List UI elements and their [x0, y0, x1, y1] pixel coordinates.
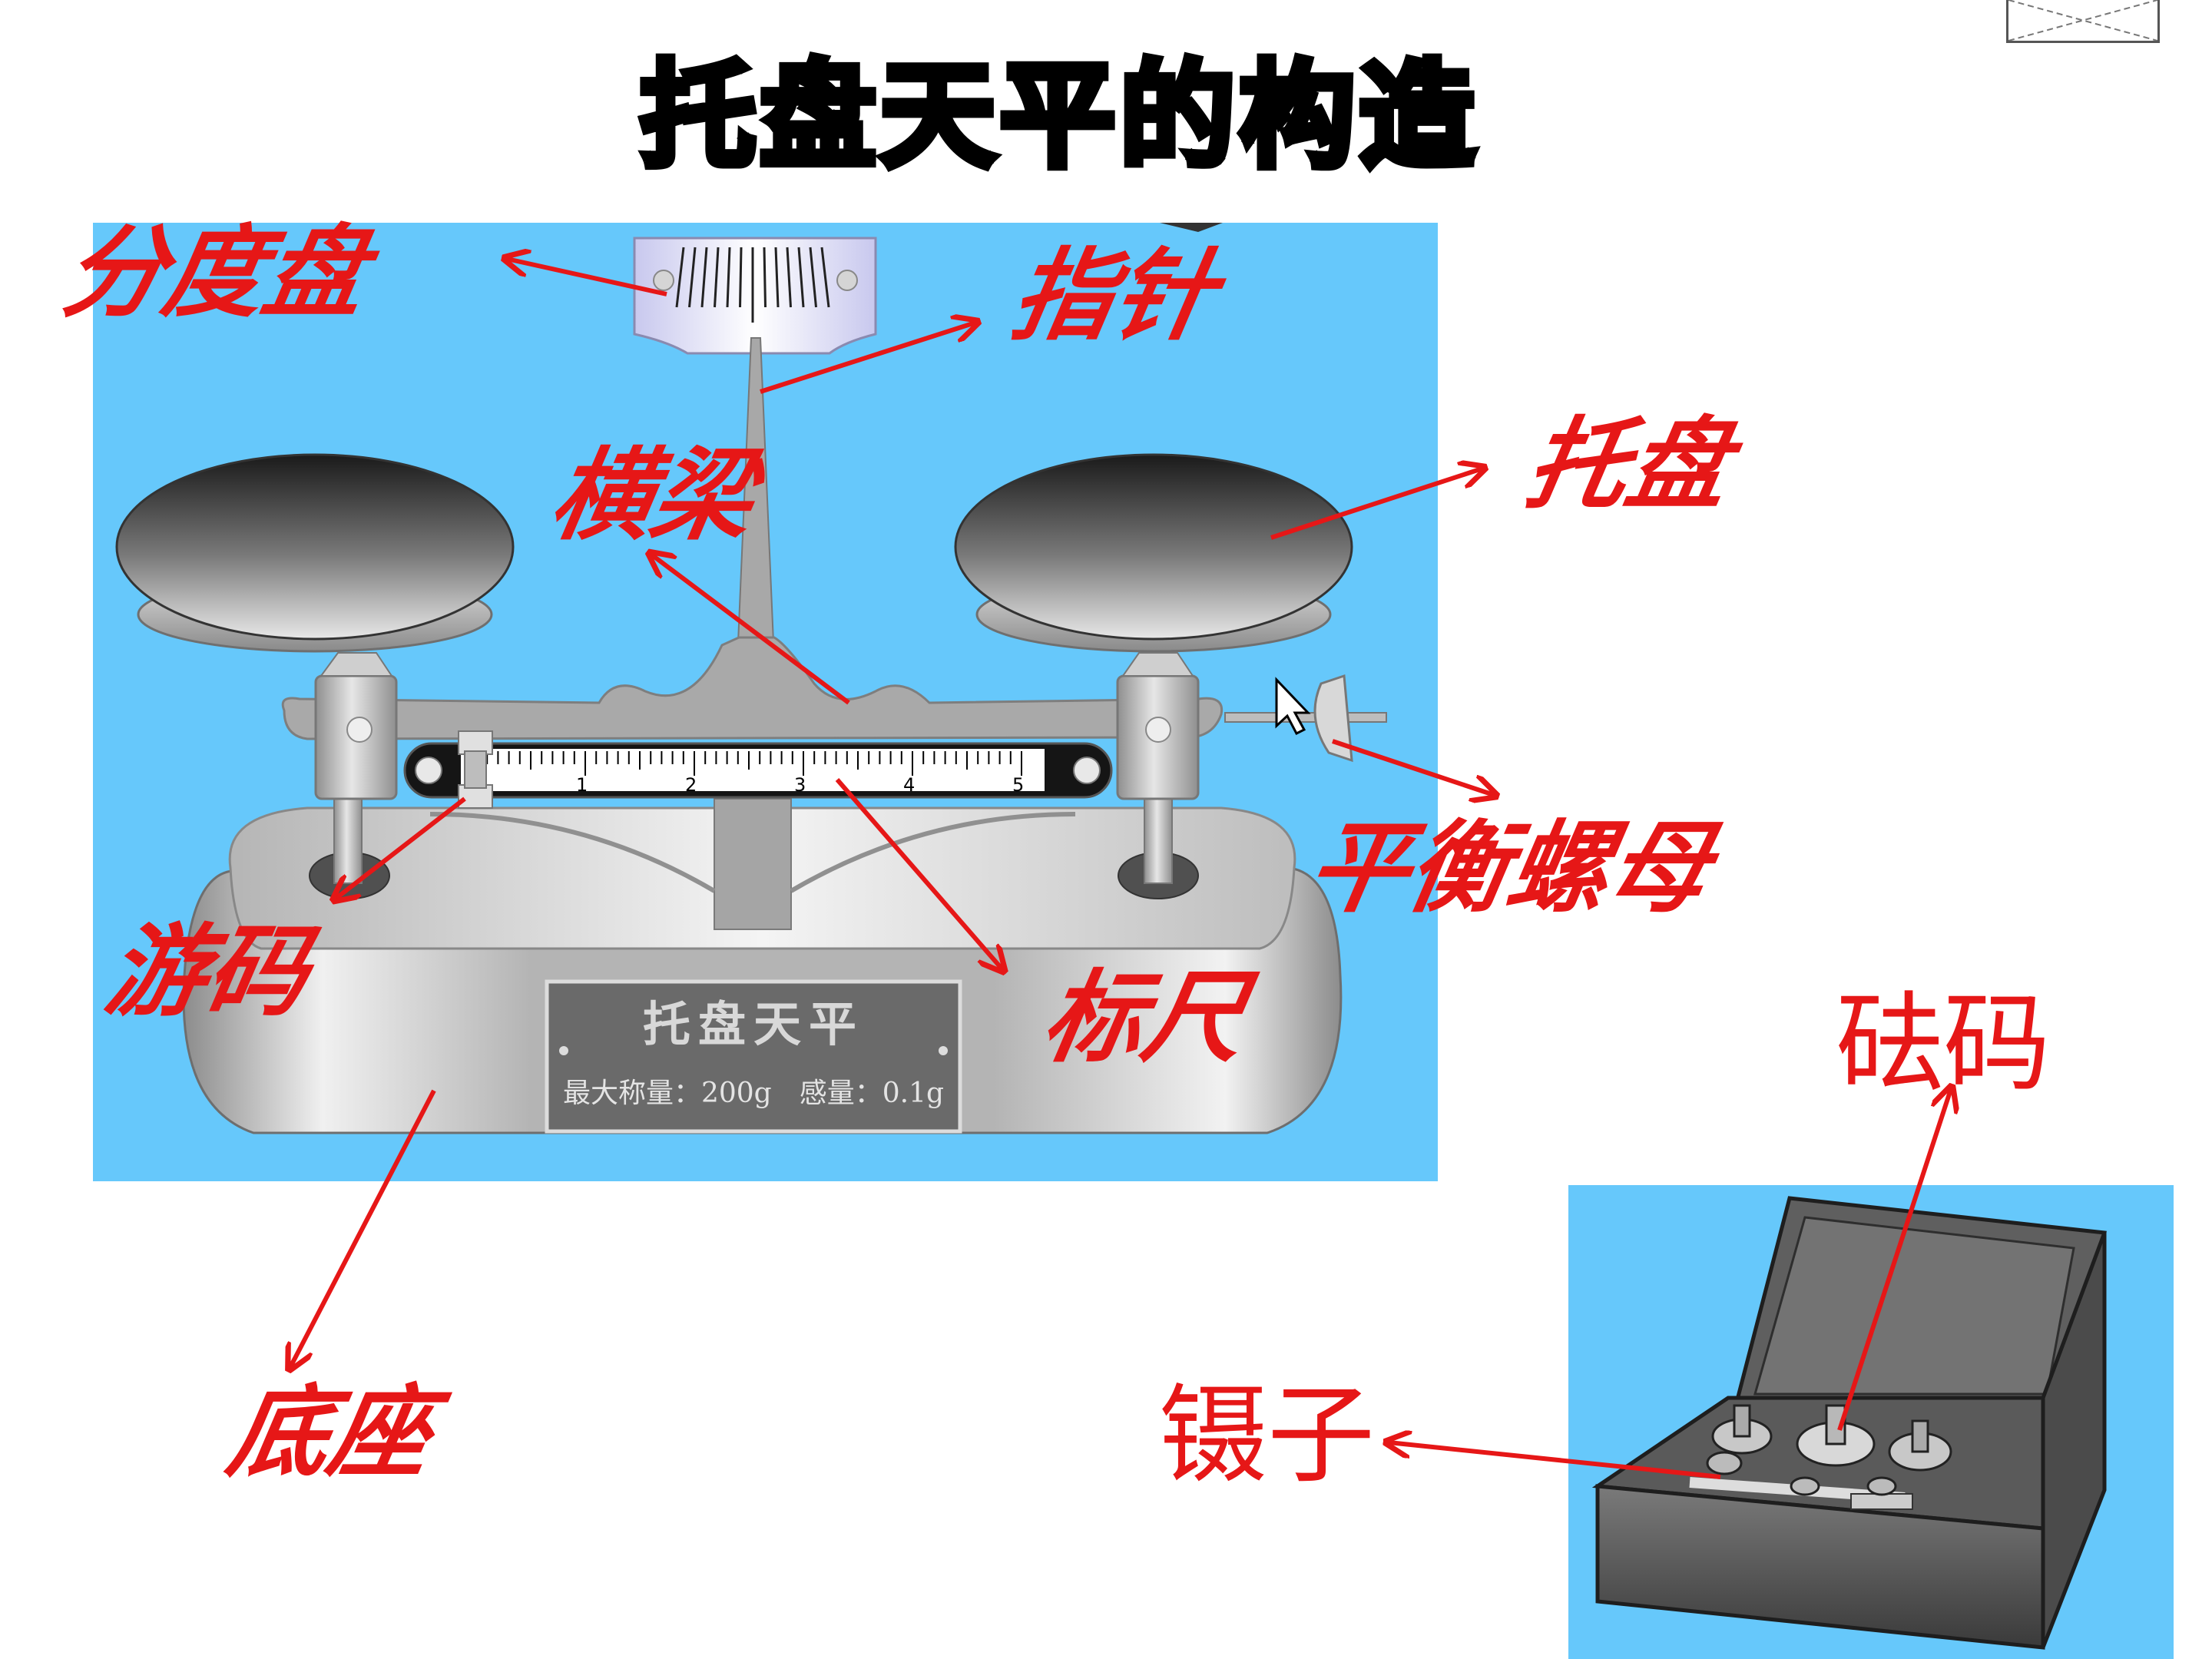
- dial-tick: [739, 247, 743, 308]
- dial-tick: [726, 247, 731, 308]
- page-title: 托盘天平的构造: [637, 46, 1479, 187]
- dial-tick: [774, 247, 780, 308]
- scale-dial: [633, 237, 877, 355]
- weight-box: [1568, 1185, 2174, 1659]
- dial-tick: [763, 247, 767, 308]
- dial-tick: [809, 247, 817, 308]
- balance-nut: [1224, 674, 1387, 763]
- ruler-tick-label: 4: [903, 774, 915, 796]
- label-zhizhen: 指针: [1003, 237, 1224, 354]
- right-pan: [954, 453, 1353, 653]
- rider-slider: [458, 730, 493, 809]
- nameplate-spec: 最大称量：200g 感量：0.1g: [563, 1078, 944, 1109]
- arrow-dizuo: [290, 1089, 436, 1367]
- arrow-fama: [1837, 1089, 1951, 1431]
- dial-tick: [820, 247, 830, 308]
- leader-arrows: [290, 259, 1951, 1479]
- nameplate: 托盘天平 最大称量：200g 感量：0.1g: [545, 979, 962, 1134]
- label-fendupan: 分度盘: [55, 214, 376, 331]
- left-post: [314, 652, 398, 884]
- decor-mark: [1160, 223, 1223, 232]
- arrow-pinghengluomu: [1332, 739, 1494, 795]
- crossbeam: [281, 636, 1224, 740]
- label-biaochi: 标尺: [1034, 959, 1255, 1076]
- dial-tick: [688, 247, 697, 308]
- dial-tick: [797, 247, 805, 308]
- arrow-tuopan: [1270, 469, 1482, 540]
- arrow-biaochi: [835, 778, 1002, 969]
- arrow-niezi: [1389, 1442, 1721, 1479]
- dial-tick: [700, 247, 708, 308]
- ruler: 012345: [403, 742, 1113, 799]
- label-niezi: 镊子: [1160, 1373, 1376, 1498]
- nameplate-title: 托盘天平: [643, 996, 864, 1052]
- ruler-tick-label: 5: [1012, 774, 1024, 796]
- left-pan: [115, 453, 515, 653]
- ruler-tick-label: 3: [794, 774, 806, 796]
- broken-image-icon: [2006, 0, 2160, 43]
- mouse-cursor-icon: [1275, 677, 1311, 736]
- dial-tick: [786, 247, 792, 308]
- label-dizuo: 底座: [220, 1374, 441, 1491]
- right-post: [1116, 652, 1200, 884]
- ruler-tick-label: 1: [576, 774, 588, 796]
- label-pinghengluomu: 平衡螺母: [1299, 810, 1720, 926]
- ruler-tick-label: 2: [685, 774, 697, 796]
- label-fama: 砝码: [1836, 982, 2051, 1107]
- arrow-youma: [336, 796, 466, 899]
- label-tuopan: 托盘: [1518, 406, 1739, 523]
- dial-tick: [714, 247, 720, 308]
- label-youma: 游码: [97, 913, 318, 1030]
- arrow-zhizhen: [760, 323, 975, 394]
- label-hengliang: 横梁: [542, 437, 763, 554]
- arrow-hengliang: [651, 555, 850, 705]
- dial-tick: [675, 247, 685, 308]
- arrow-fendupan: [507, 259, 667, 296]
